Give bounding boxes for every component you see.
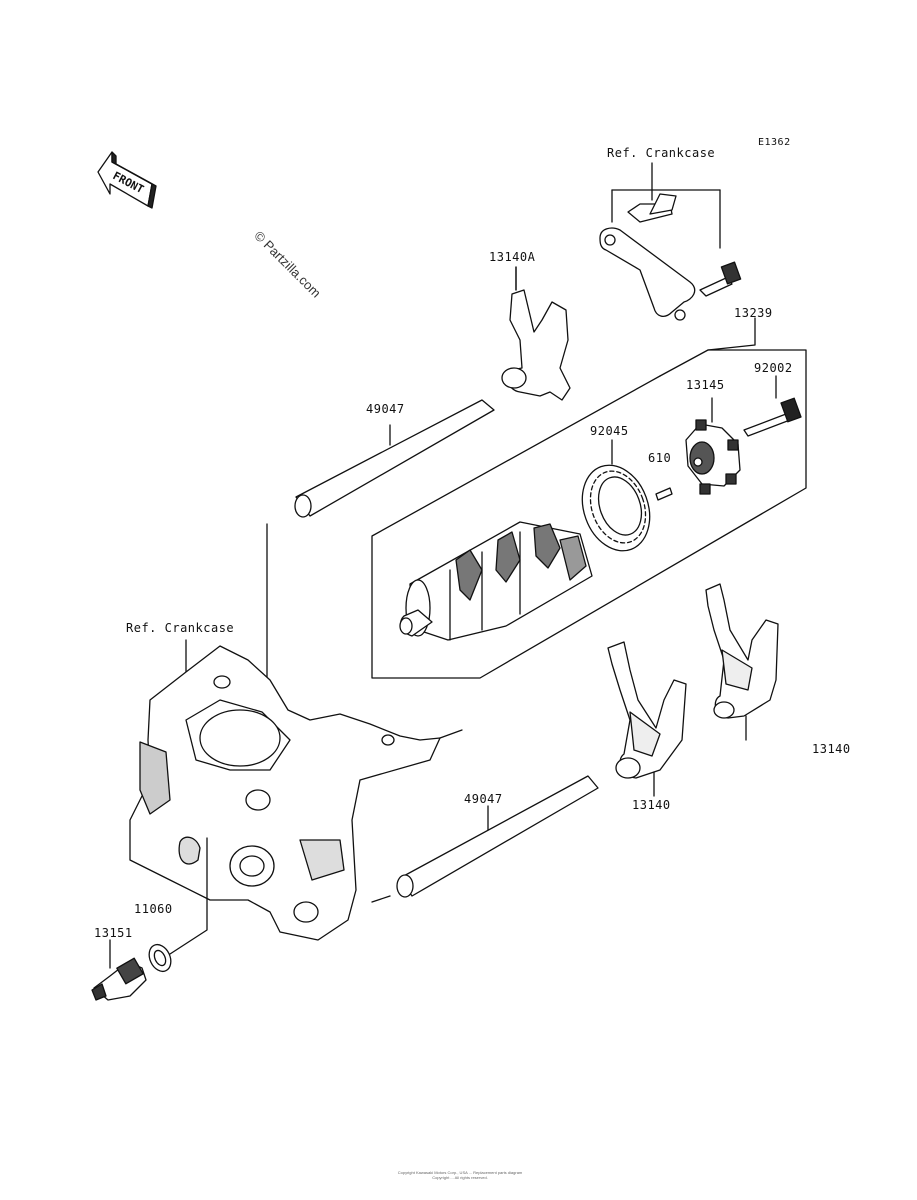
- callout-13145: 13145: [686, 378, 725, 392]
- callout-49047-lower: 49047: [464, 792, 503, 806]
- callout-92002: 92002: [754, 361, 793, 375]
- shift-fork-13140a: [501, 266, 571, 401]
- callout-13151: 13151: [94, 926, 133, 940]
- callout-13140a: 13140A: [489, 250, 536, 264]
- callout-11060: 11060: [134, 902, 173, 916]
- washer-11060: [148, 943, 172, 973]
- callout-49047-upper: 49047: [366, 402, 405, 416]
- shift-fork-13140-right: [705, 583, 779, 741]
- shift-fork-13140-center: [607, 641, 687, 797]
- footer-line: Copyright Kawasaki Motors Corp., USA ...…: [397, 1170, 523, 1175]
- leader-11060: [169, 837, 208, 955]
- shift-drum: [399, 521, 593, 641]
- switch-13151: [91, 939, 147, 1001]
- diagram-code: E1362: [758, 137, 791, 148]
- callout-13140-center: 13140: [632, 798, 671, 812]
- bolt-right-crankcase: [699, 261, 742, 297]
- pin-610: [655, 487, 673, 501]
- callout-ref-crankcase-left: Ref. Crankcase: [126, 621, 235, 635]
- drum-assembly-box: [371, 317, 807, 679]
- footer-line: Copyright ... All rights reserved.: [432, 1175, 488, 1180]
- bolt-upper: [627, 193, 677, 223]
- drum-cam-13145: [685, 397, 741, 495]
- callout-92045: 92045: [590, 424, 629, 438]
- bearing-92045: [581, 439, 651, 552]
- bracket-plate: [599, 227, 696, 321]
- bolt-92002: [743, 375, 802, 437]
- ref-crankcase-top-leaders: [611, 162, 721, 249]
- shift-rod-49047-lower: [396, 775, 599, 898]
- callout-13239: 13239: [734, 306, 773, 320]
- front-arrow-icon: [97, 151, 157, 209]
- footer-copyright: Copyright Kawasaki Motors Corp., USA ...…: [300, 1170, 620, 1180]
- callout-13140-right: 13140: [812, 742, 851, 756]
- shift-rod-49047-upper: [294, 399, 495, 518]
- callout-610: 610: [648, 451, 672, 465]
- callout-ref-crankcase-top: Ref. Crankcase: [607, 146, 716, 160]
